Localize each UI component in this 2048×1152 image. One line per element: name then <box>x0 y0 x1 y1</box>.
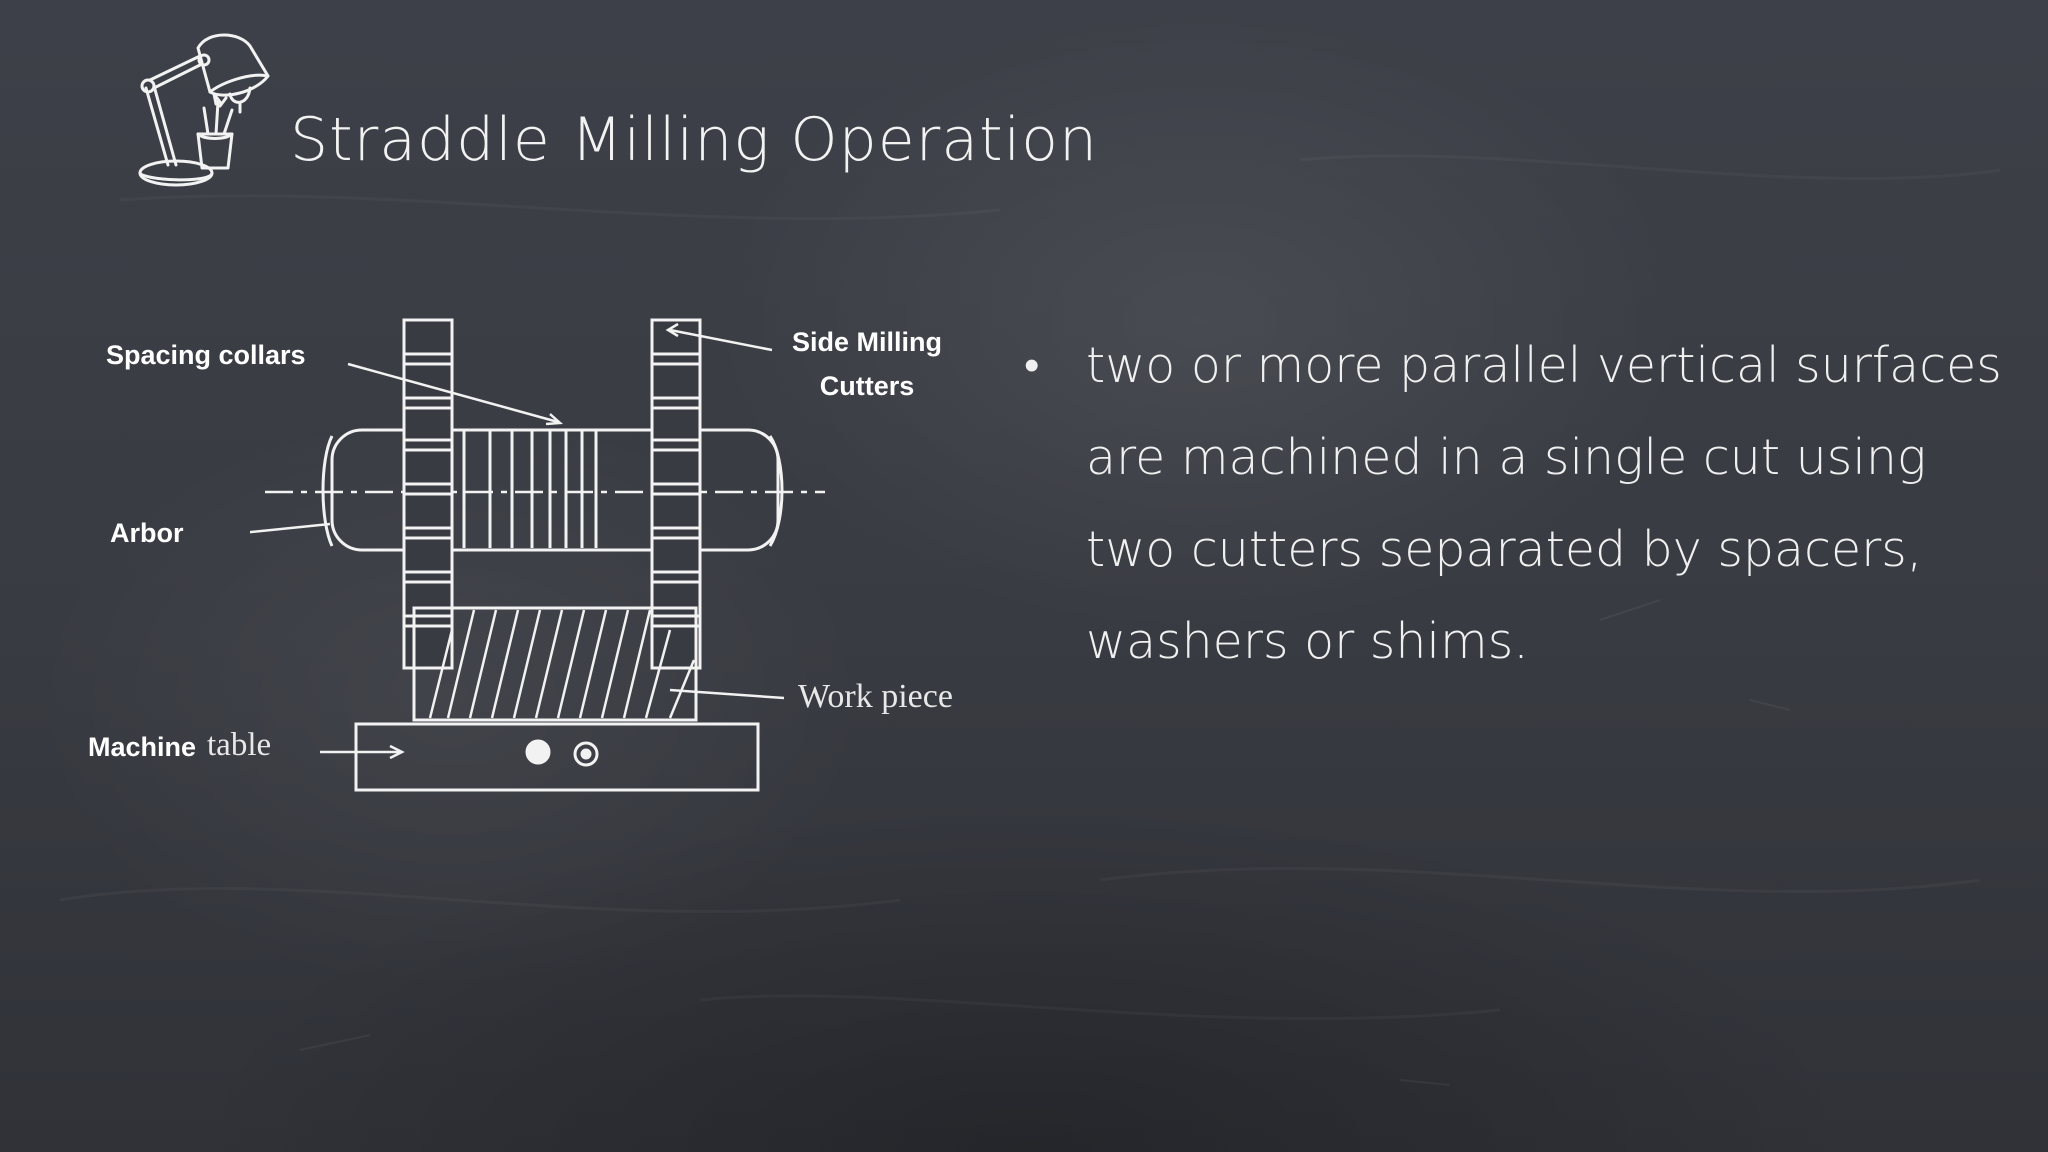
label-side-milling-cutters: Side Milling Cutters <box>792 320 942 408</box>
machine-table <box>354 722 760 792</box>
leader-lines <box>250 322 785 760</box>
label-side-milling-line1: Side Milling <box>792 327 943 357</box>
left-side-milling-cutter <box>402 318 454 670</box>
slide-title: Straddle Milling Operation <box>290 105 1099 175</box>
label-work-piece: Work piece <box>798 678 953 715</box>
label-arbor: Arbor <box>110 518 184 548</box>
label-table-tail: table <box>207 727 272 763</box>
desk-lamp-icon <box>138 33 270 187</box>
bullet-item: • two or more parallel vertical surfaces… <box>1010 320 2030 688</box>
arbor-shaft <box>330 428 780 552</box>
straddle-milling-diagram <box>250 318 825 792</box>
bullet-list: • two or more parallel vertical surfaces… <box>1010 320 2030 688</box>
bullet-dot-icon: • <box>1024 340 1040 391</box>
work-piece <box>412 606 698 722</box>
bullet-text: two or more parallel vertical surfaces a… <box>1086 337 2002 670</box>
label-machine: Machine <box>88 732 197 762</box>
right-side-milling-cutter <box>650 318 702 670</box>
label-side-milling-line2: Cutters <box>819 371 915 401</box>
label-spacing-collars: Spacing collars <box>106 340 306 370</box>
